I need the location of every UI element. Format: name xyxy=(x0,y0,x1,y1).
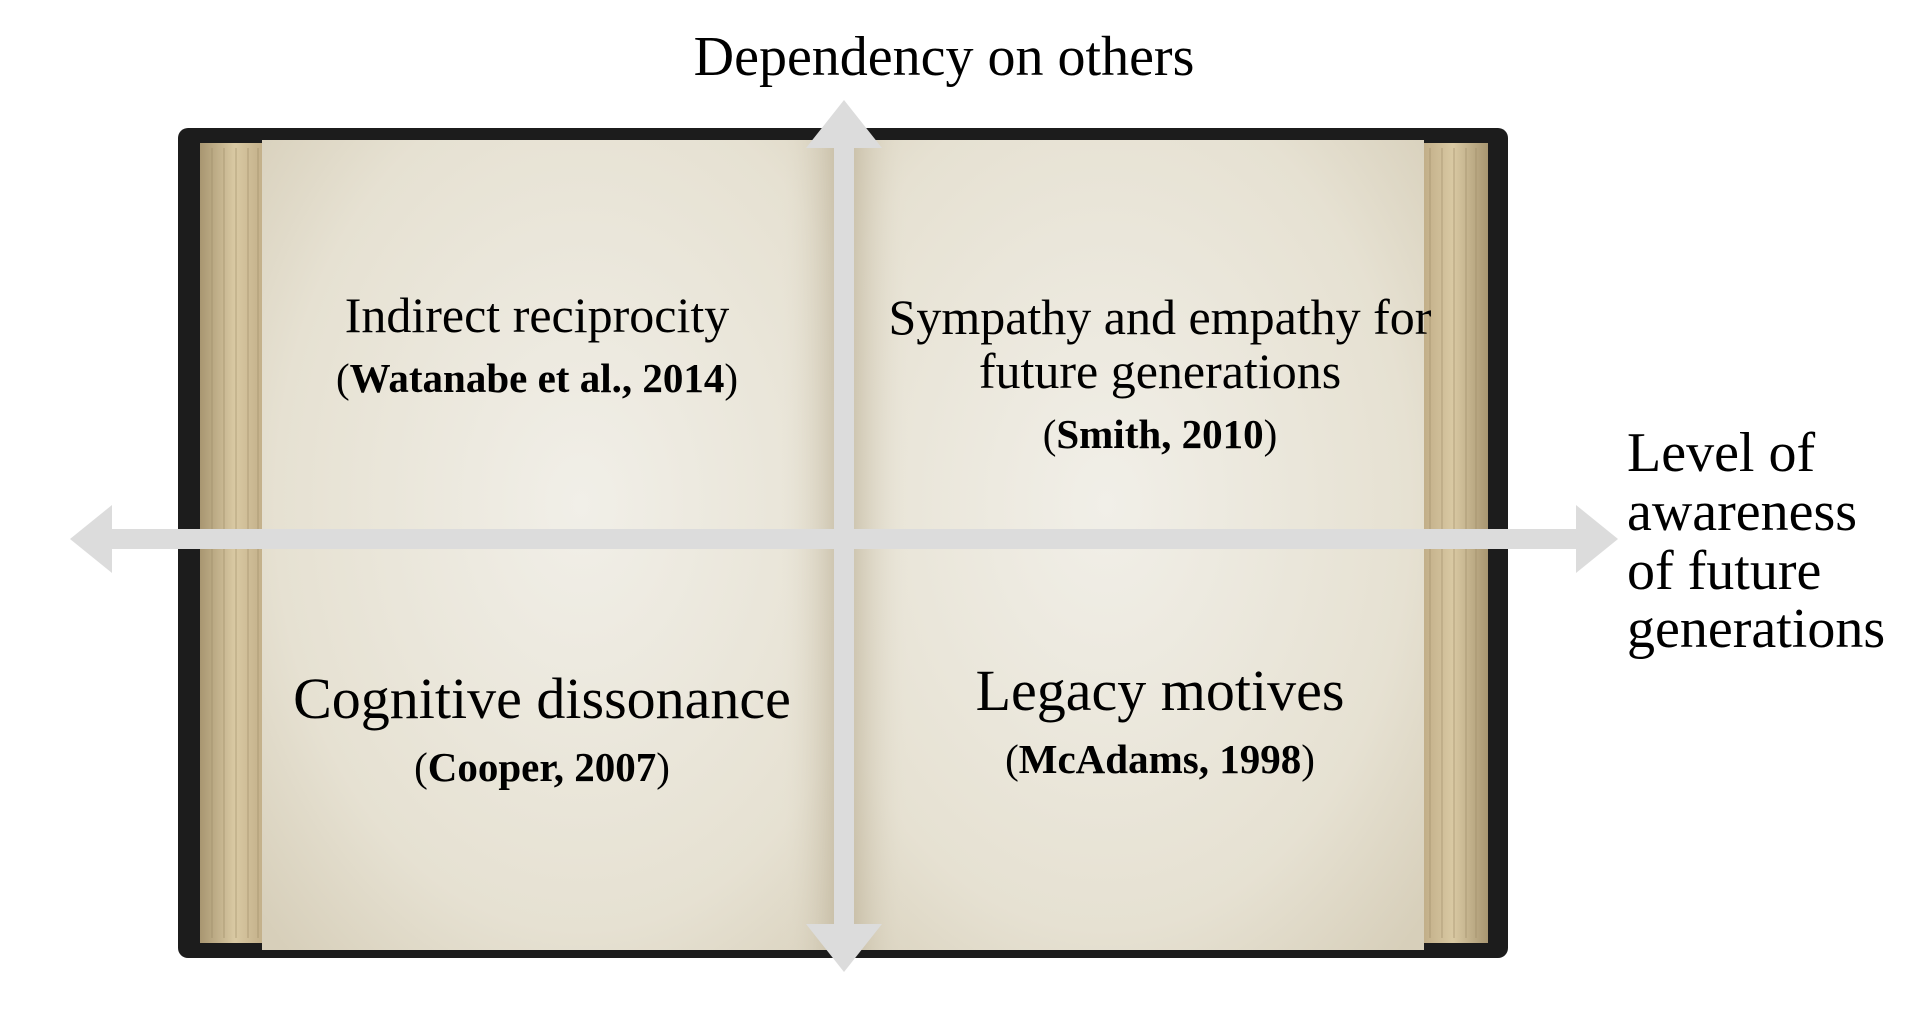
quadrant-concept-line: future generations xyxy=(978,343,1342,399)
quadrant-top-left: Indirect reciprocity (Watanabe et al., 2… xyxy=(262,288,812,402)
quadrant-concept: Legacy motives xyxy=(975,658,1345,723)
vertical-axis-title: Dependency on others xyxy=(693,26,1195,88)
quadrant-citation: (Cooper, 2007) xyxy=(414,743,670,790)
horizontal-axis-title: Level of awareness of future generations xyxy=(1627,424,1922,659)
quadrant-top-right: Sympathy and empathy for future generati… xyxy=(860,290,1460,458)
quadrant-citation: (Watanabe et al., 2014) xyxy=(336,355,738,401)
quadrant-citation: (McAdams, 1998) xyxy=(1005,735,1315,782)
quadrant-concept-line: Sympathy and empathy for xyxy=(888,289,1432,345)
quadrant-concept: Cognitive dissonance xyxy=(293,666,791,731)
quadrant-bottom-left: Cognitive dissonance (Cooper, 2007) xyxy=(262,666,822,791)
horizontal-axis-title-line: of future xyxy=(1627,539,1822,602)
horizontal-axis-arrow xyxy=(70,505,1618,573)
quadrant-concept: Indirect reciprocity xyxy=(344,287,730,343)
horizontal-axis-title-line: generations xyxy=(1627,598,1886,661)
horizontal-axis-title-line: awareness xyxy=(1627,480,1858,543)
quadrant-citation: (Smith, 2010) xyxy=(1042,411,1278,457)
quadrant-bottom-right: Legacy motives (McAdams, 1998) xyxy=(880,658,1440,783)
horizontal-axis-title-line: Level of xyxy=(1627,422,1816,484)
